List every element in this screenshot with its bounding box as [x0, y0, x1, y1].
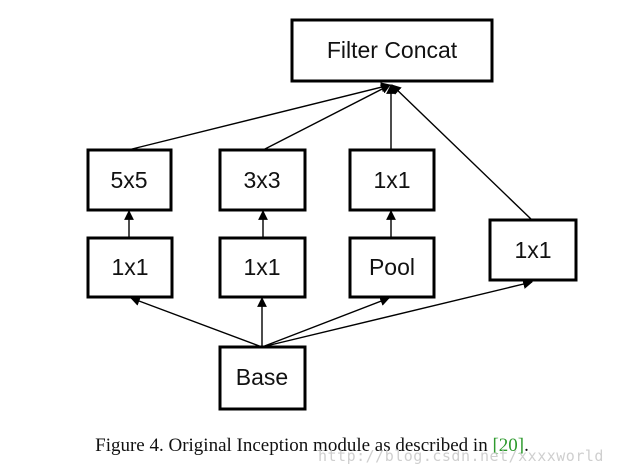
conv5x5-label: 5x5: [110, 167, 147, 193]
pool-box: [348, 236, 436, 299]
filter-concat-box: [290, 18, 494, 83]
filter-concat-label: Filter Concat: [327, 37, 458, 63]
conv1x1-top-box: [348, 148, 436, 212]
conv3x3-label: 3x3: [243, 167, 280, 193]
base-box: [218, 345, 307, 411]
edge-3x3-to-concat: [262, 84, 391, 151]
conv1x1-right-label: 1x1: [514, 237, 551, 263]
conv5x5-box: [86, 148, 173, 212]
watermark: http://blog.csdn.net/xxxxworld: [318, 447, 604, 465]
conv1x1-b-label: 1x1: [243, 254, 280, 280]
caption-text: Figure 4. Original Inception module as d…: [95, 435, 493, 456]
caption-suffix: .: [524, 435, 529, 456]
edge-5x5-to-concat: [127, 82, 391, 151]
edge-1x1right-to-concat: [391, 84, 533, 221]
citation-link[interactable]: [20]: [492, 435, 525, 456]
conv1x1-a-label: 1x1: [111, 254, 148, 280]
conv1x1-top-label: 1x1: [373, 167, 410, 193]
conv1x1-b-box: [218, 236, 307, 299]
edge-base-to-pool: [261, 296, 390, 348]
conv3x3-box: [218, 148, 307, 212]
conv1x1-a-box: [86, 236, 174, 299]
edge-base-to-1x1a: [130, 296, 263, 348]
pool-label: Pool: [369, 254, 415, 280]
edge-base-to-1x1right: [261, 279, 533, 348]
base-label: Base: [236, 364, 288, 390]
figure-caption: Figure 4. Original Inception module as d…: [0, 435, 624, 457]
conv1x1-right-box: [488, 218, 578, 282]
